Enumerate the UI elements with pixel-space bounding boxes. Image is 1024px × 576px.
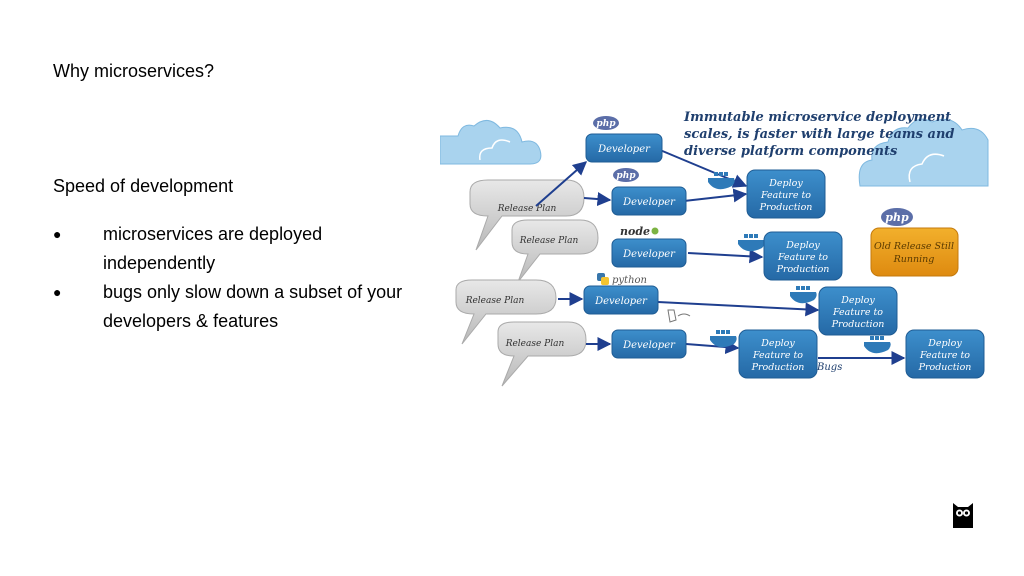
svg-text:Production: Production	[918, 362, 972, 373]
svg-text:Production: Production	[751, 362, 805, 373]
svg-text:php: php	[596, 119, 616, 129]
cloud-left-icon	[440, 120, 542, 165]
svg-text:Deploy: Deploy	[785, 240, 820, 251]
svg-text:node: node	[620, 225, 650, 238]
svg-text:Production: Production	[831, 319, 885, 330]
release-plan-label: Release Plan	[519, 236, 579, 246]
svg-text:Deploy: Deploy	[768, 178, 803, 189]
svg-text:Developer: Developer	[597, 144, 651, 155]
svg-text:Developer: Developer	[622, 197, 676, 208]
developer-box: Developer	[583, 285, 659, 315]
diagram-caption-line-3: diverse platform components	[684, 144, 898, 159]
bugs-label: Bugs	[816, 362, 842, 373]
release-plan-label: Release Plan	[465, 296, 525, 306]
svg-text:php: php	[885, 211, 909, 224]
php-logo-icon: php	[613, 168, 639, 182]
release-plan-bubble: Release Plan	[469, 179, 585, 251]
node-logo-icon: node	[620, 225, 659, 238]
svg-text:Developer: Developer	[622, 249, 676, 260]
bullet-item: ● microservices are deployed independentl…	[53, 220, 413, 278]
php-logo-icon: php	[881, 208, 913, 226]
bullet-item: ● bugs only slow down a subset of your de…	[53, 278, 413, 336]
diagram-caption-line-1: Immutable microservice deployment	[683, 110, 951, 125]
bullet-text: microservices are deployed independently	[103, 224, 323, 273]
developer-box: Developer	[611, 186, 687, 216]
cloud-right-icon	[858, 118, 989, 187]
docker-whale-icon	[738, 234, 765, 252]
docker-whale-icon	[790, 286, 817, 304]
php-logo-icon: php	[593, 116, 619, 130]
hootsuite-owl-logo-icon	[953, 503, 973, 528]
release-plan-label: Release Plan	[505, 339, 565, 349]
deploy-box: Deploy Feature to Production	[905, 329, 985, 379]
bullet-list: ● microservices are deployed independentl…	[53, 220, 413, 336]
python-logo-icon: python	[597, 273, 647, 286]
flow-arrows	[535, 149, 906, 365]
svg-text:Deploy: Deploy	[927, 338, 962, 349]
bullet-dot-icon: ●	[53, 284, 62, 300]
release-plan-label: Release Plan	[497, 204, 557, 214]
svg-text:Feature to: Feature to	[832, 307, 883, 318]
svg-text:Deploy: Deploy	[760, 338, 795, 349]
microservices-diagram: Immutable microservice deployment scales…	[440, 110, 989, 387]
deploy-box: Deploy Feature to Production	[763, 231, 843, 281]
deploy-box: Deploy Feature to Production	[738, 329, 818, 379]
deploy-box: Deploy Feature to Production	[746, 169, 826, 219]
svg-text:Deploy: Deploy	[840, 295, 875, 306]
deploy-box: Deploy Feature to Production	[818, 286, 898, 336]
slide-subtitle: Speed of development	[53, 176, 234, 196]
svg-text:Feature to: Feature to	[919, 350, 970, 361]
svg-text:python: python	[612, 275, 647, 286]
svg-text:Feature to: Feature to	[777, 252, 828, 263]
release-plan-bubble: Release Plan	[511, 219, 599, 283]
bullet-dot-icon: ●	[53, 226, 62, 242]
svg-text:Running: Running	[893, 254, 935, 265]
svg-text:php: php	[616, 171, 636, 181]
release-plan-bubble: Release Plan	[497, 321, 587, 387]
slide-title: Why microservices?	[53, 61, 215, 81]
developer-box: Developer	[611, 238, 687, 268]
bullet-text: bugs only slow down a subset of your dev…	[103, 282, 403, 331]
svg-text:Feature to: Feature to	[752, 350, 803, 361]
developer-box: Developer	[611, 329, 687, 359]
bug-icon	[667, 309, 691, 323]
svg-text:Production: Production	[776, 264, 830, 275]
diagram-caption-line-2: scales, is faster with large teams and	[684, 127, 954, 142]
svg-text:Production: Production	[759, 202, 813, 213]
developer-box: Developer	[585, 133, 663, 163]
svg-text:Feature to: Feature to	[760, 190, 811, 201]
old-release-box: Old Release Still Running	[870, 227, 959, 277]
svg-text:Developer: Developer	[622, 340, 676, 351]
svg-text:Old Release Still: Old Release Still	[874, 241, 954, 252]
docker-whale-icon	[710, 330, 737, 348]
release-plan-bubble: Release Plan	[455, 279, 557, 345]
svg-text:Developer: Developer	[594, 296, 648, 307]
docker-whale-icon	[864, 336, 891, 354]
docker-whale-icon	[708, 172, 735, 190]
